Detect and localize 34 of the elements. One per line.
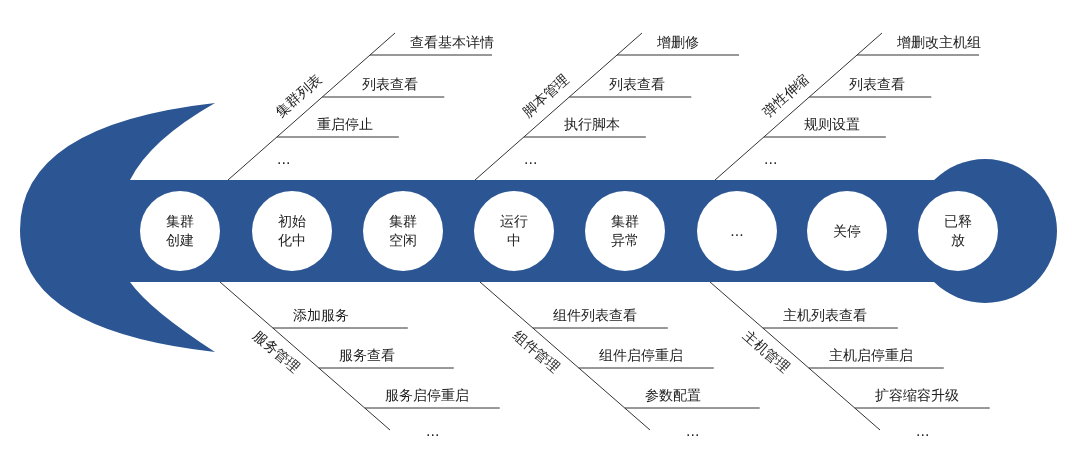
item-label: ... — [426, 423, 440, 439]
bone-line — [227, 32, 396, 181]
item-label: ... — [916, 423, 930, 439]
fish-body-band — [130, 159, 1057, 303]
item-label: 列表查看 — [849, 76, 906, 92]
item-label: 参数配置 — [644, 387, 701, 403]
item-label: 服务查看 — [338, 347, 395, 363]
item-label: 添加服务 — [292, 307, 349, 323]
item-label: 服务启停重启 — [384, 387, 469, 403]
item-label: 执行脚本 — [563, 116, 620, 132]
bone-line — [714, 32, 883, 181]
bone-line — [474, 32, 643, 181]
item-label: 重启停止 — [316, 116, 373, 132]
item-label: 组件启停重启 — [598, 347, 683, 363]
item-label: 列表查看 — [362, 76, 419, 92]
item-label: 主机列表查看 — [782, 307, 867, 323]
item-label: 增删改主机组 — [897, 34, 981, 50]
item-label: 扩容缩容升级 — [874, 387, 959, 403]
item-label: ... — [524, 151, 538, 167]
item-label: 主机启停重启 — [828, 347, 913, 363]
item-label: ... — [686, 423, 700, 439]
item-label: ... — [764, 151, 778, 167]
item-label: 规则设置 — [803, 116, 860, 132]
bone-line — [479, 281, 651, 431]
category-label: 组件管理 — [509, 326, 564, 378]
item-label: 列表查看 — [609, 76, 666, 92]
bone-line — [219, 281, 391, 431]
item-label: 查看基本详情 — [410, 34, 494, 50]
bone-line — [709, 281, 881, 431]
item-label: 增删修 — [657, 34, 699, 50]
category-label: 主机管理 — [739, 326, 794, 378]
category-label: 服务管理 — [249, 326, 304, 378]
item-label: ... — [277, 151, 291, 167]
item-label: 组件列表查看 — [552, 307, 637, 323]
